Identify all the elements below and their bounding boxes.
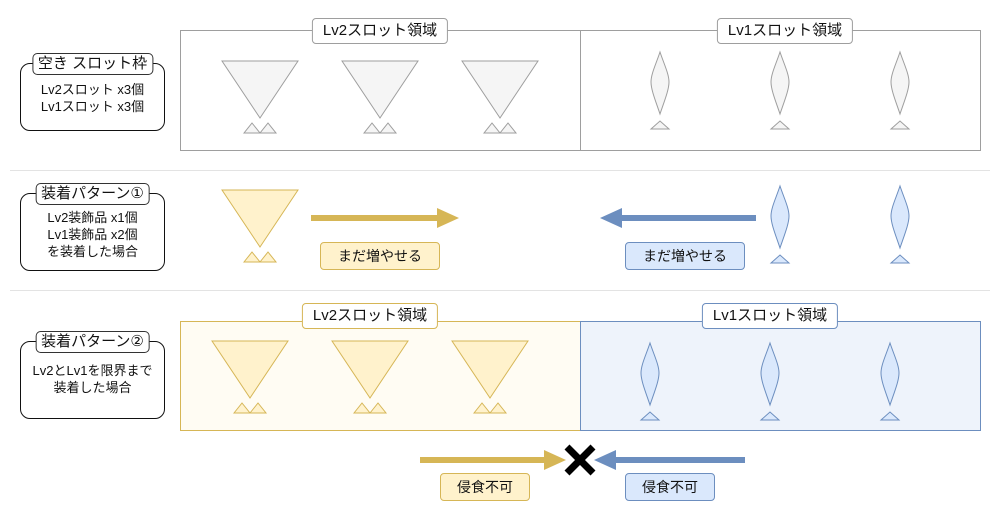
small-triangle-icon: [242, 251, 262, 263]
lv1-slot-icon: [770, 50, 790, 116]
lv1-slot-icon: [890, 184, 910, 250]
can-add-more-tag-lv2: まだ増やせる: [320, 242, 440, 270]
pattern2-title: 装着パターン②: [35, 331, 150, 353]
empty-slots-title: 空き スロット枠: [31, 53, 154, 75]
small-triangle-icon: [649, 120, 671, 130]
pattern1-title: 装着パターン①: [35, 183, 150, 205]
arrow-right-icon-head: [437, 208, 459, 228]
cross-icon: [564, 444, 596, 476]
small-triangle-icon: [769, 120, 791, 130]
small-triangle-icon: [488, 402, 508, 414]
lv1-slot-icon: [880, 341, 900, 407]
empty-slots-box: 空き スロット枠 Lv2スロット x3個 Lv1スロット x3個: [20, 53, 165, 131]
arrow-left-icon-head: [600, 208, 622, 228]
small-triangle-icon: [352, 402, 372, 414]
empty-lv1-region-label: Lv1スロット領域: [716, 18, 854, 44]
small-triangle-icon: [248, 402, 268, 414]
small-triangle-icon: [889, 120, 911, 130]
small-triangle-icon: [759, 411, 781, 421]
small-triangle-icon: [232, 402, 252, 414]
small-triangle-icon: [242, 122, 262, 134]
small-triangle-icon: [258, 122, 278, 134]
pattern2-box: 装着パターン② Lv2とLv1を限界まで 装着した場合: [20, 331, 165, 419]
no-encroach-tag-lv1: 侵食不可: [625, 473, 715, 501]
arrow-left-icon-head: [594, 450, 616, 470]
lv2-slot-icon: [451, 340, 529, 399]
section-divider: [10, 170, 990, 171]
small-triangle-icon: [769, 254, 791, 264]
small-triangle-icon: [368, 402, 388, 414]
small-triangle-icon: [498, 122, 518, 134]
small-triangle-icon: [378, 122, 398, 134]
filled-lv2-region-label: Lv2スロット領域: [301, 303, 439, 329]
pattern1-line-1: Lv2装飾品 x1個: [47, 210, 138, 225]
small-triangle-icon: [362, 122, 382, 134]
lv2-slot-icon: [341, 60, 419, 119]
small-triangle-icon: [639, 411, 661, 421]
filled-lv1-region-label: Lv1スロット領域: [701, 303, 839, 329]
lv2-slot-icon: [461, 60, 539, 119]
can-add-more-tag-lv1: まだ増やせる: [625, 242, 745, 270]
empty-slots-line-1: Lv2スロット x3個: [40, 82, 145, 97]
lv1-slot-icon: [640, 341, 660, 407]
empty-slots-line-2: Lv1スロット x3個: [40, 99, 145, 114]
lv2-slot-icon: [211, 340, 289, 399]
lv1-slot-icon: [760, 341, 780, 407]
small-triangle-icon: [482, 122, 502, 134]
lv2-slot-icon: [331, 340, 409, 399]
lv1-slot-icon: [650, 50, 670, 116]
lv1-slot-icon: [770, 184, 790, 250]
small-triangle-icon: [472, 402, 492, 414]
pattern1-box: 装着パターン① Lv2装飾品 x1個 Lv1装飾品 x2個 を装着した場合: [20, 183, 165, 271]
arrow-right-icon-head: [544, 450, 566, 470]
lv2-slot-icon: [221, 60, 299, 119]
small-triangle-icon: [889, 254, 911, 264]
pattern1-line-2: Lv1装飾品 x2個: [47, 227, 138, 242]
lv1-slot-icon: [890, 50, 910, 116]
pattern2-line-1: Lv2とLv1を限界まで: [32, 363, 153, 378]
pattern2-line-2: 装着した場合: [53, 380, 132, 395]
empty-lv2-region-label: Lv2スロット領域: [311, 18, 449, 44]
no-encroach-tag-lv2: 侵食不可: [440, 473, 530, 501]
lv2-slot-icon: [221, 189, 299, 248]
pattern1-line-3: を装着した場合: [46, 244, 138, 259]
small-triangle-icon: [258, 251, 278, 263]
section-divider: [10, 290, 990, 291]
small-triangle-icon: [879, 411, 901, 421]
